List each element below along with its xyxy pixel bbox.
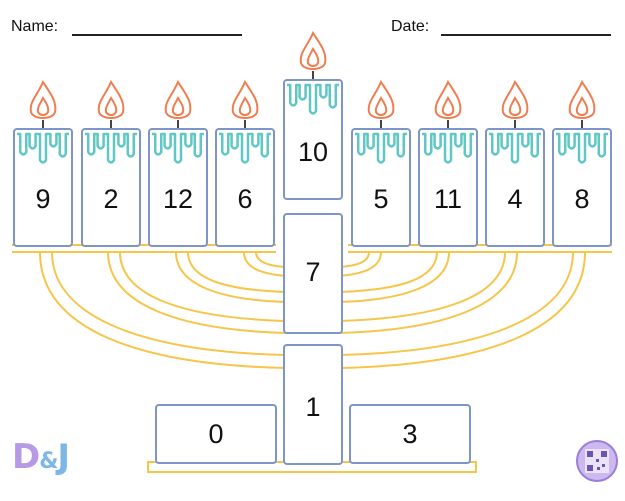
stem-upper-number: 7 (305, 257, 321, 287)
shamash-number: 10 (297, 137, 329, 167)
shamash-candle: 10 (283, 79, 343, 200)
candle-number: 12 (162, 184, 194, 214)
date-label: Date: (391, 18, 430, 35)
candle: 9 (13, 128, 73, 247)
name-label: Name: (11, 18, 59, 35)
brand-logo: D&J (12, 437, 70, 477)
base-left-number: 0 (208, 419, 224, 449)
logo-letter-d: D (12, 437, 40, 477)
date-field-line[interactable] (441, 34, 611, 36)
stem-upper-box: 7 (283, 213, 343, 334)
base-right-number: 3 (402, 419, 418, 449)
candle-number: 9 (35, 184, 51, 214)
candle: 5 (351, 128, 411, 247)
logo-letter-j: J (57, 437, 70, 477)
candle-number: 5 (373, 184, 389, 214)
candle: 12 (148, 128, 208, 247)
candle: 8 (552, 128, 612, 247)
base-right-box: 3 (349, 404, 471, 464)
candle-number: 6 (237, 184, 253, 214)
candle-number: 8 (574, 184, 590, 214)
name-field-line[interactable] (72, 34, 242, 36)
candle: 6 (215, 128, 275, 247)
candle-number: 2 (103, 184, 119, 214)
base-left-box: 0 (155, 404, 277, 464)
candle-number: 11 (433, 184, 463, 214)
stem-lower-number: 1 (305, 392, 321, 422)
logo-ampersand: & (39, 449, 58, 474)
candle: 2 (81, 128, 141, 247)
candle: 4 (485, 128, 545, 247)
candle-number: 4 (507, 184, 523, 214)
candle: 11 (418, 128, 478, 247)
stem-lower-box: 1 (283, 344, 343, 465)
